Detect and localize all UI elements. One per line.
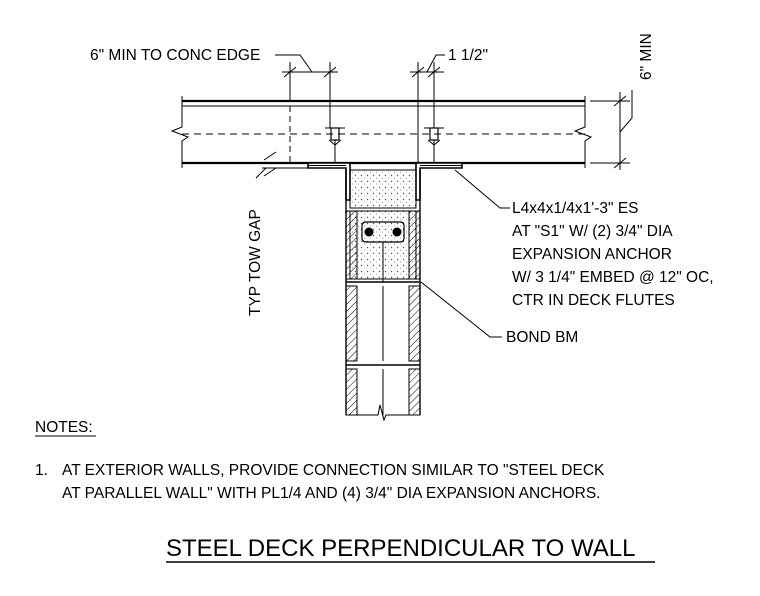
label-one-half: 1 1/2" xyxy=(448,47,488,64)
steel-angle-right xyxy=(415,162,463,201)
angle-leader xyxy=(454,169,510,209)
label-angle-line4: W/ 3 1/4" EMBED @ 12" OC, xyxy=(512,269,714,286)
steel-angle-left xyxy=(307,162,351,201)
note-1-line2: AT PARALLEL WALL" WITH PL1/4 AND (4) 3/4… xyxy=(62,485,600,502)
label-angle-line1: L4x4x1/4x1'-3" ES xyxy=(512,200,639,217)
bond-beam-leader xyxy=(420,281,502,338)
expansion-anchor-left xyxy=(325,127,345,163)
label-bond-bm: BOND BM xyxy=(506,329,578,346)
label-angle-line2: AT "S1" W/ (2) 3/4" DIA xyxy=(512,223,673,240)
label-angle-line3: EXPANSION ANCHOR xyxy=(512,246,672,263)
detail-title: STEEL DECK PERPENDICULAR TO WALL xyxy=(166,535,635,562)
masonry-wall xyxy=(345,169,421,422)
expansion-anchor-right xyxy=(424,127,444,163)
label-typ-tow-gap: TYP TOW GAP xyxy=(247,209,264,316)
concrete-slab xyxy=(170,96,593,168)
notes-heading: NOTES: xyxy=(35,419,93,436)
label-six-min: 6" MIN xyxy=(638,33,655,80)
label-min-to-edge: 6" MIN TO CONC EDGE xyxy=(90,47,260,64)
dim-six-min-to-edge xyxy=(275,54,338,128)
note-1-number: 1. xyxy=(35,462,48,479)
tow-gap-leader xyxy=(255,151,308,179)
label-angle-line5: CTR IN DECK FLUTES xyxy=(512,292,675,309)
dim-one-half xyxy=(410,54,445,163)
note-1-line1: AT EXTERIOR WALLS, PROVIDE CONNECTION SI… xyxy=(62,462,605,479)
dim-six-min-vertical xyxy=(590,90,633,170)
